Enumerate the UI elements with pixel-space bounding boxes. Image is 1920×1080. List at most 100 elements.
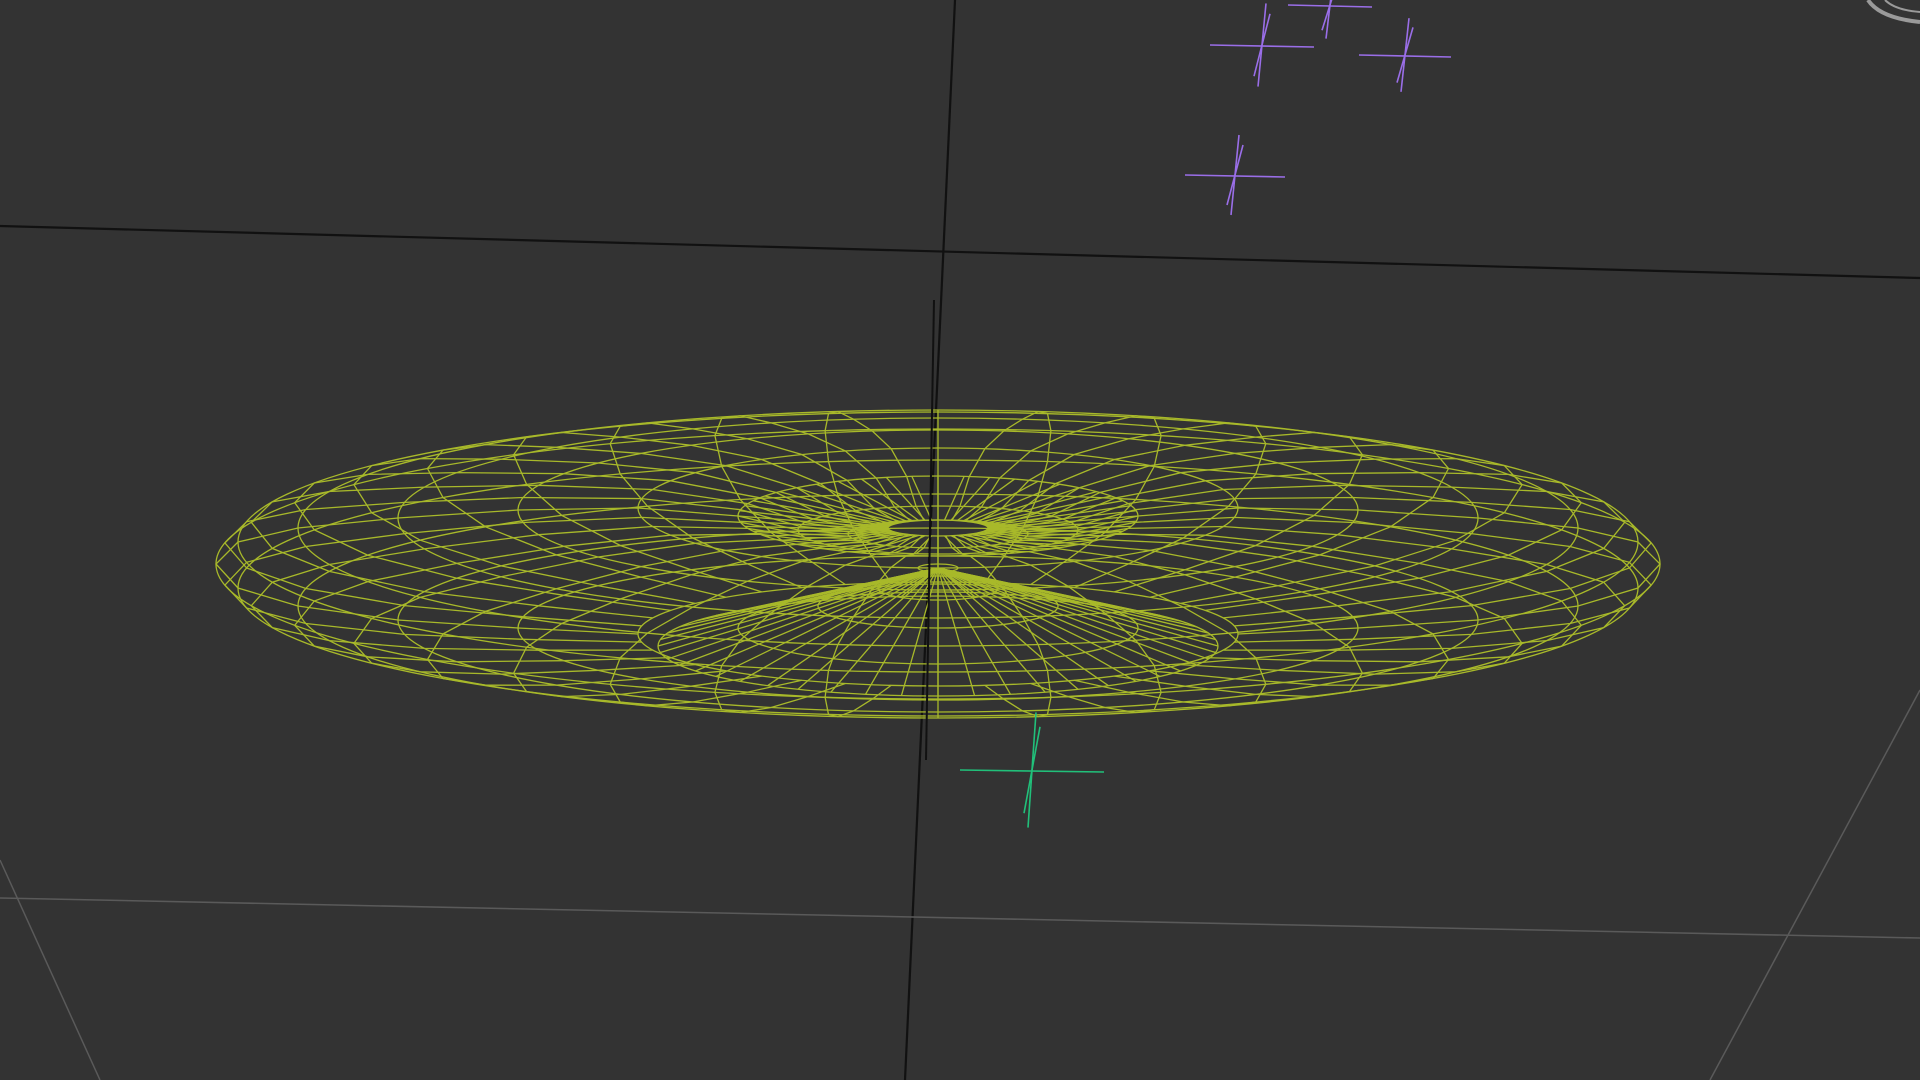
mesh-edge-funnel xyxy=(943,476,965,521)
mesh-edge-funnel xyxy=(753,500,892,526)
mesh-edge-funnel xyxy=(944,535,965,557)
mesh-edge-cone xyxy=(830,567,939,601)
mesh-edge-spoke xyxy=(824,535,931,718)
wireframe-mesh[interactable] xyxy=(215,299,1661,761)
mesh-edge-spoke xyxy=(215,507,889,635)
mesh-edge-spoke xyxy=(426,443,903,598)
mesh-edge-funnel xyxy=(837,480,914,522)
mesh-edge-spoke xyxy=(982,471,1583,612)
mesh-edge-funnel xyxy=(739,510,889,528)
mesh-edge-funnel xyxy=(911,535,932,557)
mesh-edge-cone xyxy=(901,567,939,597)
mesh-edge-funnel xyxy=(987,515,1139,529)
mesh-edge-spoke xyxy=(987,496,1652,627)
mesh-edge-funnel xyxy=(764,495,895,525)
mesh-edge-funnel xyxy=(981,495,1112,525)
mesh-edge-spoke xyxy=(293,530,894,663)
grid-line-minor xyxy=(0,897,1920,939)
mesh-edge-funnel xyxy=(973,487,1080,523)
mesh-edge-cone xyxy=(937,567,1046,693)
mesh-edge-spoke xyxy=(953,415,1162,586)
mesh-edge-cone xyxy=(864,567,939,695)
point-helper[interactable] xyxy=(959,712,1105,828)
mesh-edge-funnel xyxy=(796,487,903,523)
mesh-edge-cone xyxy=(797,567,939,690)
mesh-edge-funnel xyxy=(977,532,1097,541)
point-helper[interactable] xyxy=(1358,18,1452,92)
mesh-edge-cone xyxy=(937,567,1012,695)
mesh-edge-cone xyxy=(937,567,1137,682)
point-helper[interactable] xyxy=(1287,0,1373,39)
mesh-edge-funnel xyxy=(861,534,920,554)
mesh-edge-funnel xyxy=(950,535,991,556)
mesh-edge-cone xyxy=(937,567,1011,599)
mesh-edge-cone xyxy=(937,567,1209,660)
mesh-edge-cone xyxy=(739,567,939,682)
mesh-edge-spoke xyxy=(353,457,898,605)
mesh-pivot-axis xyxy=(925,299,935,761)
mesh-edge-funnel xyxy=(837,534,914,552)
mesh-edge-cone xyxy=(715,567,939,678)
view-cube-icon[interactable] xyxy=(1866,0,1920,24)
mesh-edge-funnel xyxy=(956,534,1015,554)
mesh-edge-cone xyxy=(937,567,1079,690)
mesh-edge-funnel xyxy=(744,505,890,527)
mesh-edge-funnel xyxy=(987,520,1137,530)
mesh-edge-spoke xyxy=(987,507,1661,635)
mesh-edge-funnel xyxy=(779,491,899,524)
mesh-edge-funnel xyxy=(986,525,1132,531)
mesh-edge-cone xyxy=(900,567,939,696)
mesh-edge-funnel xyxy=(950,476,991,521)
mesh-edge-funnel xyxy=(796,533,903,545)
grid-line-minor xyxy=(1709,689,1920,1080)
mesh-edge-funnel xyxy=(816,483,908,523)
mesh-edge-cone xyxy=(679,567,939,666)
mesh-edge-funnel xyxy=(956,478,1015,522)
mesh-edge-spoke xyxy=(609,422,916,589)
mesh-edge-funnel xyxy=(861,478,920,522)
mesh-edge-funnel xyxy=(973,533,1080,545)
mesh-edge-funnel xyxy=(911,476,933,521)
mesh-edge-spoke xyxy=(250,525,891,651)
mesh-edge-cone xyxy=(937,567,1161,678)
mesh-edge-cone xyxy=(767,567,939,687)
mesh-edge-spoke xyxy=(985,525,1626,651)
mesh-edge-funnel xyxy=(962,480,1039,522)
mesh-edge-funnel xyxy=(981,531,1112,537)
mesh-edge-cone xyxy=(865,567,939,599)
mesh-edge-funnel xyxy=(885,535,926,556)
mesh-edge-funnel xyxy=(779,532,899,541)
mesh-edge-cone xyxy=(937,567,1216,641)
mesh-edge-spoke xyxy=(224,496,889,627)
point-helper[interactable] xyxy=(1184,134,1286,216)
mesh-edge-funnel xyxy=(744,525,890,531)
mesh-edge-funnel xyxy=(987,510,1137,528)
mesh-edge-funnel xyxy=(968,483,1060,523)
mesh-edge-cone xyxy=(937,567,1197,666)
mesh-edge-cone xyxy=(937,567,1046,601)
mesh-edge-spoke xyxy=(967,431,1364,593)
mesh-edge-funnel xyxy=(739,520,889,530)
mesh-edge-spoke xyxy=(978,457,1523,605)
point-helper[interactable] xyxy=(1209,3,1315,87)
mesh-edge-funnel xyxy=(968,533,1060,549)
mesh-edge-funnel xyxy=(977,491,1097,524)
mesh-edge-cone xyxy=(937,567,1209,634)
mesh-edge-funnel xyxy=(986,505,1132,527)
mesh-edge-spoke xyxy=(714,415,923,586)
mesh-edge-spoke xyxy=(512,431,909,593)
mesh-edge-cone xyxy=(667,567,939,660)
mesh-edge-funnel xyxy=(764,531,895,537)
mesh-edge-funnel xyxy=(737,515,889,529)
mesh-edge-spoke xyxy=(224,516,889,643)
mesh-edge-cone xyxy=(657,567,939,647)
mesh-edge-cone xyxy=(937,567,975,597)
mesh-edge-funnel xyxy=(962,534,1039,552)
mesh-edge-cone xyxy=(797,567,939,604)
mesh-edge-funnel xyxy=(984,500,1123,526)
mesh-edge-cone xyxy=(937,567,976,696)
point-helpers[interactable] xyxy=(959,0,1452,828)
